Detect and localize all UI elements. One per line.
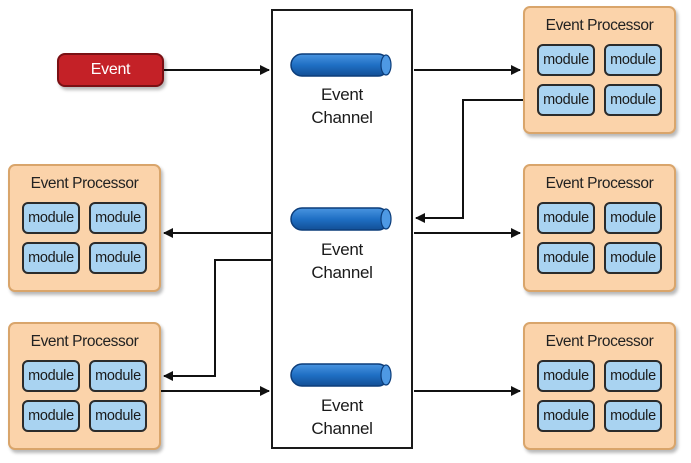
module-box: module: [89, 360, 147, 392]
module-box: module: [537, 44, 595, 76]
processor-title: Event Processor: [545, 17, 654, 34]
module-box: module: [537, 400, 595, 432]
channel-label-3-line1: Event: [321, 396, 363, 415]
module-box: module: [604, 242, 662, 274]
module-box: module: [604, 84, 662, 116]
module-box: module: [537, 242, 595, 274]
connector-processor-top-right-to-channel-2: [415, 99, 523, 223]
channel-label-1-line1: Event: [321, 85, 363, 104]
connector-channel-2-to-processor-bottom-left: [163, 259, 271, 381]
channel-label-1: Event Channel: [282, 83, 402, 129]
channel-label-3: Event Channel: [282, 394, 402, 440]
channel-label-2-line2: Channel: [311, 263, 373, 282]
channel-label-3-line2: Channel: [311, 419, 373, 438]
processor-middle-left: Event Processor module module module mod…: [8, 164, 161, 292]
module-box: module: [604, 400, 662, 432]
module-box: module: [22, 360, 80, 392]
channel-label-2-line1: Event: [321, 240, 363, 259]
processor-title: Event Processor: [30, 175, 139, 192]
processor-title: Event Processor: [30, 333, 139, 350]
module-box: module: [89, 242, 147, 274]
module-box: module: [537, 360, 595, 392]
channel-label-1-line2: Channel: [311, 108, 373, 127]
module-box: module: [537, 84, 595, 116]
channel-label-2: Event Channel: [282, 238, 402, 284]
module-box: module: [537, 202, 595, 234]
processor-bottom-right: Event Processor module module module mod…: [523, 322, 676, 450]
module-box: module: [89, 202, 147, 234]
processor-title: Event Processor: [545, 175, 654, 192]
module-box: module: [22, 242, 80, 274]
module-box: module: [22, 202, 80, 234]
module-box: module: [604, 202, 662, 234]
module-box: module: [604, 360, 662, 392]
processor-bottom-left: Event Processor module module module mod…: [8, 322, 161, 450]
processor-top-right: Event Processor module module module mod…: [523, 6, 676, 134]
module-box: module: [604, 44, 662, 76]
processor-middle-right: Event Processor module module module mod…: [523, 164, 676, 292]
module-box: module: [22, 400, 80, 432]
processor-title: Event Processor: [545, 333, 654, 350]
module-box: module: [89, 400, 147, 432]
event-box: Event: [57, 53, 164, 87]
channel-panel: [271, 9, 413, 449]
